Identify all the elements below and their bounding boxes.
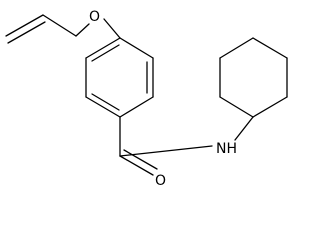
allyl-ch2-bond — [42, 14, 77, 37]
ring-bond-bottom-left — [85, 96, 121, 118]
ring-bond-bottom-right — [119, 96, 154, 118]
carbonyl-double-bond-outer — [119, 155, 154, 176]
oxygen-ring-bond — [103, 18, 121, 39]
benzene-ring — [85, 37, 154, 118]
amide-nh-label: NH — [216, 141, 237, 157]
ether-oxygen-label: O — [89, 9, 100, 25]
ch2-oxygen-bond — [75, 23, 90, 37]
carbonyl-to-nh-bond — [119, 145, 213, 157]
vinyl-double-bond-inner — [7, 21, 46, 44]
carbonyl-oxygen-label: O — [155, 173, 166, 189]
carbonyl-double-bond-inner — [123, 149, 158, 170]
cyclohexane-ring — [219, 37, 288, 118]
ring-bond-top-right — [119, 37, 154, 59]
cyclohexane-bond-4 — [252, 37, 288, 59]
cyclohexane-bond-3 — [219, 37, 254, 59]
nitrogen-cyclohexyl-bond — [234, 116, 254, 141]
vinyl-double-bond-outer — [5, 14, 44, 37]
ring-bond-top-left — [85, 37, 121, 59]
chemical-structure-drawing: O O NH — [5, 9, 288, 189]
ring-inner-double-bond-top-left — [91, 44, 120, 62]
ring-inner-double-bond-bottom-left — [91, 93, 120, 111]
allyl-group — [5, 14, 90, 44]
cyclohexane-bond-6 — [252, 96, 288, 118]
cyclohexane-bond-1 — [219, 96, 254, 118]
